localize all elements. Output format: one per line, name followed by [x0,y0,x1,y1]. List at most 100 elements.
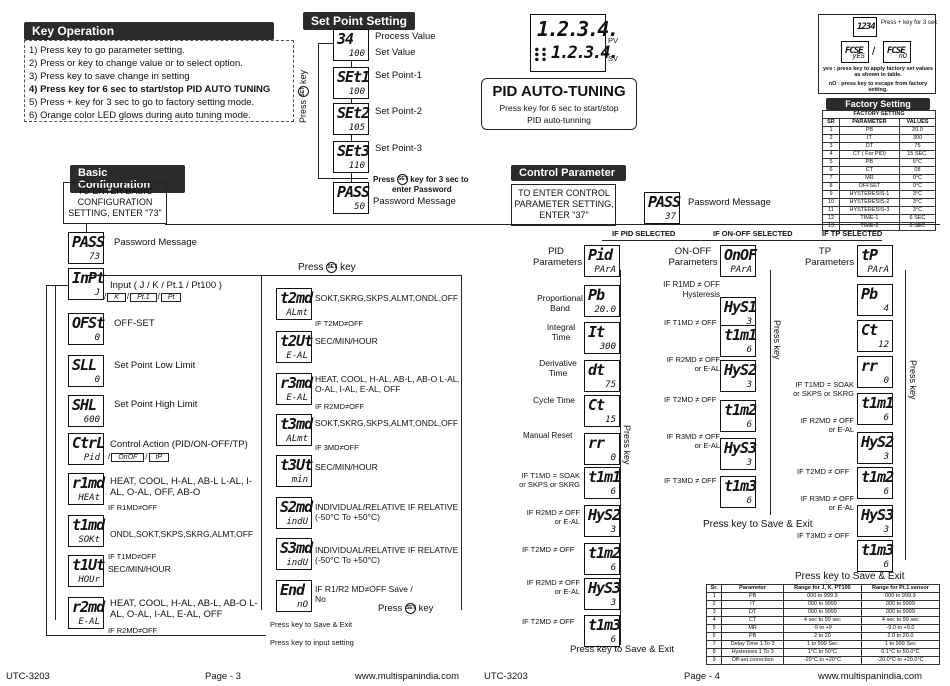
pid-save-exit: Press key to Save & Exit [570,644,675,655]
factory-cell: 8 [822,182,840,191]
factory-cell: 3 [822,142,840,151]
factory-cell: CT ( For PID) [838,150,900,159]
factory-cell: TIME-1 [838,214,900,223]
range-cell: 1 to 999 Sec [783,640,862,649]
tp-label-3: IF R3MD ≠ OFF or E-AL [800,494,854,512]
arrow-line [351,173,352,182]
sp-enter-password: enter Password [392,185,452,194]
range-cell: 1°C to 50°C [783,648,862,657]
basic-right-left-line [261,275,262,610]
basic-label-9: HEAT, COOL, H-AL, AB-L, AB-O L-AL, O-AL,… [110,598,258,620]
key-operation-title: Key Operation [24,22,274,40]
range-cell: 1 [705,592,723,601]
if-onoff-selected: IF ON-OFF SELECTED [713,229,793,238]
pid-autotune-desc1: Press key for 6 sec to start/stop [499,103,619,113]
basic-top-line [86,275,461,276]
tp-label-0: IF T1MD = SOAK or SKPS or SKRG [793,380,854,398]
factory-cell: 0°C [898,182,937,191]
factory-cell: 20.0 [898,126,937,135]
if-pid-selected: IF PID SELECTED [612,229,676,238]
th: Range for Pt.1 sensor [860,584,941,593]
key-step-6: 6) Orange color LED glows during auto tu… [29,110,251,121]
loop-bottom [46,635,266,636]
pv-label: PV [608,36,619,45]
pid-autotune-desc2: PID auto-tunning [527,115,591,125]
factory-cell: 5 [822,158,840,167]
factory-no-text: nO : press key to escape from factory se… [828,81,928,93]
factory-cell: MR [838,174,900,183]
pid-label-4: Manual Reset [523,431,573,440]
footer-page-left: Page - 3 [205,671,241,682]
opt-pt1: Pt.1 [130,293,157,302]
range-cell: DT [721,608,785,617]
sp-loop-bottom [318,178,368,179]
range-cell: 4 sec to 99 sec [860,616,941,625]
basic-pw-label: Password Message [114,237,197,248]
sp-password-label: Password Message [373,196,456,207]
arrow-line [86,224,87,232]
range-cell: 2 [705,600,723,609]
factory-cell: HYSTERESIS-2 [838,198,900,207]
basic-label-1: Input ( J / K / Pt.1 / Pt100 ) [110,280,222,291]
if-tp-selected: IF TP SELECTED [822,229,883,238]
range-cell: 000 to 9999 [860,600,941,609]
factory-yes-text: yes : press key to apply factory set val… [822,66,934,78]
range-table: Sr. Parameter Range for J, K, PT100 Rang… [705,584,941,665]
factory-cell: 15 SEC. [898,150,937,159]
range-cell: 9 [705,656,723,665]
pid-label-8: IF R2MD ≠ OFF or E-AL [526,578,580,596]
onoff-params-label: ON-OFF Parameters [668,246,718,268]
footer-model-left: UTC-3203 [6,671,50,682]
factory-top-lcd: 1234 [853,17,877,37]
factory-cell: PB [838,126,900,135]
onoff-press-key: Press key [772,320,782,360]
set-key-icon: SET [404,603,416,614]
onoff-label-5: IF T3MD ≠ OFF [664,476,717,485]
set-key-icon: SET [298,86,310,98]
range-cell: IT [721,600,785,609]
factory-cell: 6 SEC [898,214,937,223]
pv-readout: 1.2.3.4. [537,17,619,41]
cond-r1md: IF R1MD≠OFF [108,503,158,512]
key-step-2: 2) Press or key to change value or to se… [29,58,243,69]
th: SR [822,118,840,127]
basic-rlabel-1: SEC/MIN/HOUR [315,336,378,346]
sp-press-key: Press SET key for 3 sec to [373,174,469,186]
key-step-4: 4) Press key for 6 sec to start/stop PID… [29,84,271,95]
factory-cell: 0°C [898,174,937,183]
rcond-0: IF T2MD≠OFF [315,319,364,328]
basic-rlabel-7: IF R1/R2 MD≠OFF Save / No [315,584,413,604]
range-cell: 5 [705,624,723,633]
key-step-5: 5) Press + key for 3 sec to go to factor… [29,97,255,108]
pid-label-2: Derivative Time [539,358,577,378]
factory-press-note: Press + key for 3 sec [881,20,938,26]
basic-press-key: Press SET key [298,262,356,274]
